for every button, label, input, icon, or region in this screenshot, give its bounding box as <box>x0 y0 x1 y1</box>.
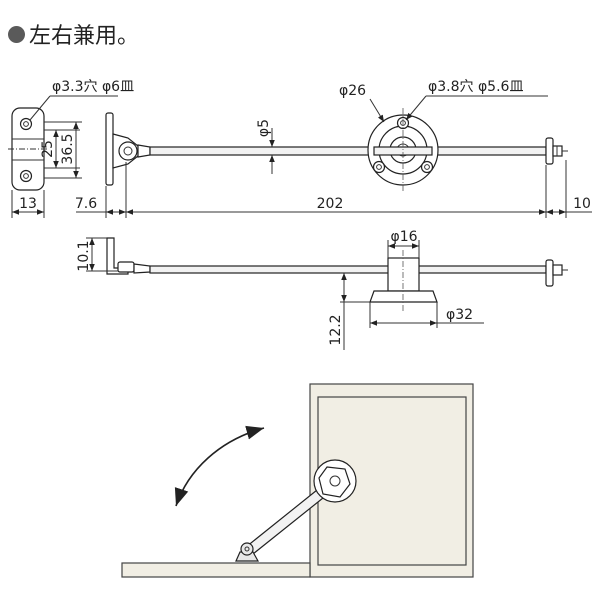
dim-length: 202 <box>317 196 344 212</box>
stay-rod <box>149 146 547 156</box>
dim-bracket-height: 10.1 <box>76 240 92 271</box>
side-bracket <box>106 237 151 275</box>
left-mounting-plate <box>8 107 48 191</box>
side-view: 10.1 φ16 φ32 12.2 <box>76 229 568 350</box>
label-rod-diameter: φ5 <box>256 119 272 137</box>
label-hole-right: φ3.8穴 φ5.6皿 <box>428 79 523 95</box>
label-collar-diameter: φ16 <box>390 229 417 245</box>
dim-rod-height: 12.2 <box>328 314 344 345</box>
boss-plate-plan <box>367 108 439 192</box>
caption-text: 左右兼用。 <box>29 24 140 49</box>
label-boss-diameter: φ26 <box>339 83 366 99</box>
dim-pitch-inner: 25 <box>40 140 56 158</box>
dim-offset: 7.6 <box>75 196 97 212</box>
dim-pitch-outer: 36.5 <box>60 133 76 164</box>
plan-view: φ3.3穴 φ6皿 25 36.5 <box>8 79 592 218</box>
label-flange-diameter: φ32 <box>446 307 473 323</box>
end-stopper-side <box>545 259 568 287</box>
side-boss <box>369 250 438 312</box>
end-stopper-plan <box>545 137 568 165</box>
open-door <box>121 562 311 578</box>
pivot-bracket <box>105 112 151 186</box>
bullet-icon <box>8 25 25 43</box>
installation-illustration <box>121 383 474 578</box>
swing-arrow <box>174 425 265 507</box>
dim-plate-width: 13 <box>19 196 37 212</box>
side-rod <box>149 265 547 274</box>
label-hole-left: φ3.3穴 φ6皿 <box>52 79 134 95</box>
caption: 左右兼用。 <box>8 18 139 50</box>
install-pivot <box>235 542 260 562</box>
install-boss <box>313 459 357 503</box>
dim-tail: 10 <box>573 196 591 212</box>
